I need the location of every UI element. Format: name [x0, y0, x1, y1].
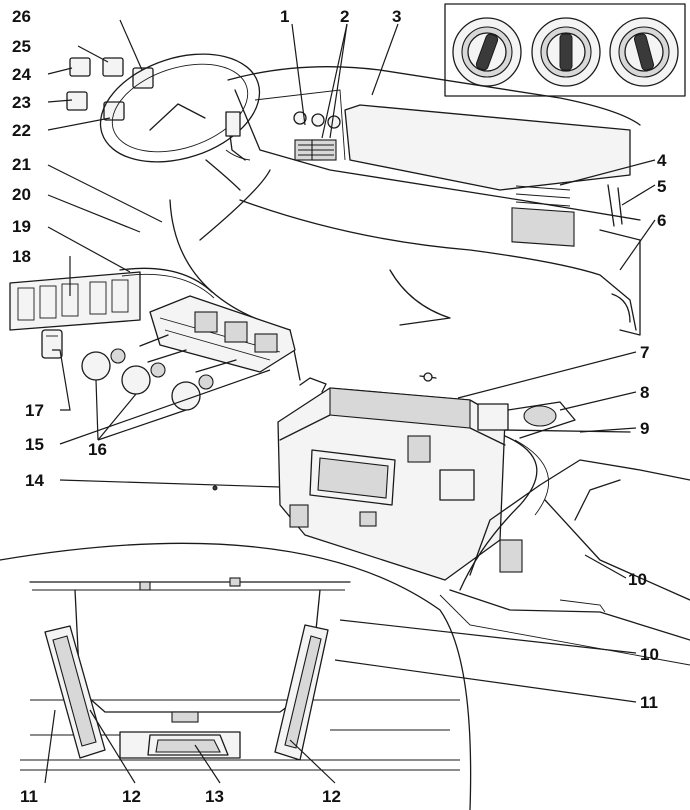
dashboard-top	[99, 53, 641, 336]
steering-wheel	[99, 53, 261, 163]
callout-6: 6	[657, 211, 666, 230]
callout-16: 16	[88, 440, 107, 459]
callout-13: 13	[205, 787, 224, 806]
callout-22: 22	[12, 121, 31, 140]
callout-3: 3	[392, 7, 401, 26]
callout-12-left: 12	[122, 787, 141, 806]
lower-detail-view	[0, 485, 472, 810]
callout-2: 2	[340, 7, 349, 26]
knob-center	[531, 17, 601, 87]
knobs-16	[81, 348, 214, 411]
callout-25: 25	[12, 37, 31, 56]
callout-10-upper: 10	[628, 570, 647, 589]
knob-right	[609, 17, 679, 87]
callout-1: 1	[280, 7, 289, 26]
floor-tunnel	[439, 459, 690, 666]
relay-23	[66, 91, 88, 111]
switch-blanks	[9, 271, 141, 331]
actuator	[477, 401, 576, 439]
callout-24: 24	[12, 65, 31, 84]
knob-left	[452, 17, 522, 87]
callout-18: 18	[12, 247, 31, 266]
leader-lines	[44, 19, 656, 784]
callout-19: 19	[12, 217, 31, 236]
callout-14: 14	[25, 471, 44, 490]
callout-11-left: 11	[20, 787, 38, 806]
callout-15: 15	[25, 435, 44, 454]
left-outlet	[44, 625, 106, 759]
relay-24	[69, 57, 91, 77]
control-assembly	[139, 295, 296, 373]
callout-5: 5	[657, 177, 666, 196]
switch-panel	[9, 267, 296, 411]
right-outlet	[274, 624, 329, 761]
callout-23: 23	[12, 93, 31, 112]
switch-17	[41, 329, 63, 359]
callout-17: 17	[25, 401, 44, 420]
callout-21: 21	[12, 155, 31, 174]
relays-group	[66, 57, 154, 121]
callout-labels: 1 2 3 4 5 6 7 8 9 10 10 11 11 12 12 13 1…	[12, 7, 667, 806]
callout-20: 20	[12, 185, 31, 204]
glovebox	[344, 104, 631, 191]
callout-9: 9	[640, 419, 649, 438]
callout-26: 26	[12, 7, 31, 26]
relay-26	[132, 67, 154, 89]
heater-box	[277, 372, 631, 591]
callout-8: 8	[640, 383, 649, 402]
callout-10-lower: 10	[640, 645, 659, 664]
control-knobs-inset	[444, 3, 686, 97]
center-vents	[294, 139, 337, 161]
callout-12-right: 12	[322, 787, 341, 806]
callout-4: 4	[657, 151, 667, 170]
center-outlet	[119, 711, 241, 759]
side-vent	[511, 185, 575, 247]
callout-7: 7	[640, 343, 649, 362]
callout-11-right: 11	[640, 693, 658, 712]
relay-25	[102, 57, 124, 77]
